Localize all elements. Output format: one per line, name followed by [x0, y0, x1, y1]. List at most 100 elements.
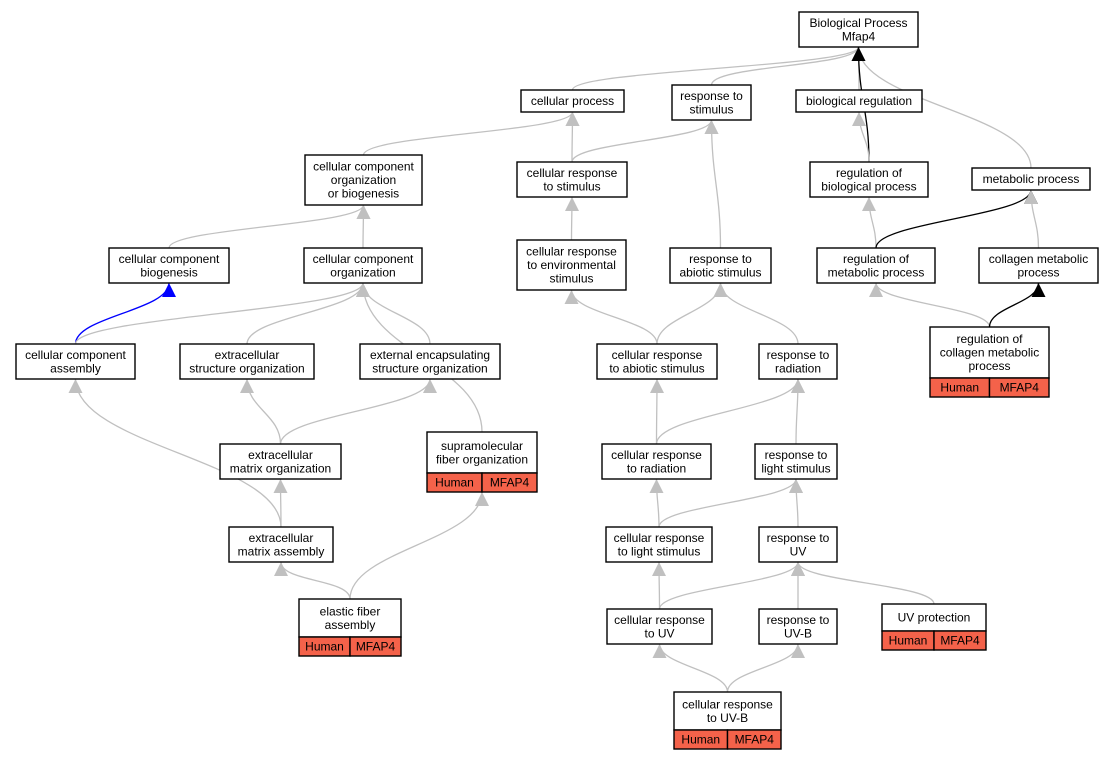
edge-is_a-crtas-to-crtes [564, 289, 658, 345]
node-label-line: biological regulation [806, 94, 912, 108]
node-label-line: Biological Process [809, 16, 907, 30]
node-box [798, 11, 919, 48]
edge-is_a-robp-to-br [852, 111, 870, 163]
edge-is_a-ema-to-emo [273, 478, 288, 528]
node-label-line: metabolic process [828, 265, 925, 279]
node-box [881, 603, 987, 632]
node-label-line: organization [330, 265, 395, 279]
node-label-line: to abiotic stimulus [609, 361, 704, 375]
tag-mfap4: MFAP4 [726, 729, 782, 750]
node-label-line: regulation of [836, 166, 903, 180]
edge-is_a-crtuv-to-rtuv [658, 561, 805, 610]
edge-is_a-crtls-to-crtr [649, 478, 664, 528]
edge-is_a-ccob-to-cp [362, 111, 580, 156]
node-label-line: collagen metabolic [989, 252, 1088, 266]
tag-mfap4: MFAP4 [988, 377, 1050, 398]
node-box [426, 431, 538, 474]
node-box [516, 161, 628, 198]
edge-is_a-rocmp-to-romp [869, 282, 991, 328]
tag-label: MFAP4 [940, 634, 980, 648]
edge-is_a-crtr-to-rtr [655, 378, 805, 445]
node-box [605, 526, 713, 563]
node-label-line: response to [767, 613, 830, 627]
tag-label: Human [435, 476, 474, 490]
node-box [758, 526, 838, 563]
node-box [516, 239, 627, 291]
node-cp[interactable]: cellular process [520, 89, 625, 113]
tag-label: MFAP4 [356, 640, 396, 654]
node-label-line: to UV [644, 626, 674, 640]
edge-is_a-cmp-to-mp [1024, 189, 1040, 249]
node-box [219, 443, 342, 480]
node-label-line: abiotic stimulus [679, 265, 761, 279]
node-box [795, 89, 923, 113]
tag-label: Human [889, 634, 928, 648]
node-label-line: UV protection [898, 611, 971, 625]
edge-is_a-crtuv-to-crtls [652, 561, 667, 610]
node-label-line: Mfap4 [842, 29, 876, 43]
node-box [596, 343, 718, 380]
node-box [971, 167, 1091, 191]
node-box [809, 161, 929, 198]
node-label-line: matrix organization [230, 461, 331, 475]
tag-label: Human [681, 733, 720, 747]
node-box [359, 343, 501, 380]
tag-human: Human [881, 630, 935, 651]
node-label-line: stimulus [689, 102, 733, 116]
edge-is_a-rts-to-root [710, 46, 866, 86]
tag-label: Human [305, 640, 344, 654]
node-box [754, 443, 838, 480]
edge-is_a-rtuv-to-rtls [789, 478, 804, 528]
tag-mfap4: MFAP4 [933, 630, 987, 651]
node-label-line: process [968, 359, 1010, 373]
node-box [929, 326, 1050, 379]
node-label-line: extracellular [215, 348, 280, 362]
node-label-line: assembly [50, 361, 101, 375]
edge-is_a-crtr-to-crtas [649, 378, 664, 445]
edge-is_a-rtls-to-rtr [790, 378, 805, 445]
edge-is_a-rtas-to-rts [704, 119, 722, 249]
tag-label: MFAP4 [735, 733, 775, 747]
node-label-line: structure organization [372, 361, 487, 375]
node-br[interactable]: biological regulation [795, 89, 923, 113]
node-box [228, 526, 334, 563]
node-label-line: organization [331, 173, 396, 187]
node-box [601, 443, 712, 480]
node-box [978, 247, 1099, 284]
edge-is_a-crtas-to-rtas [656, 282, 728, 345]
node-label-line: supramolecular [441, 439, 523, 453]
node-mp[interactable]: metabolic process [971, 167, 1091, 191]
edge-is_a-rtr-to-rtas [713, 282, 799, 345]
node-label-line: process [1017, 265, 1059, 279]
node-label-line: cellular component [119, 252, 220, 266]
